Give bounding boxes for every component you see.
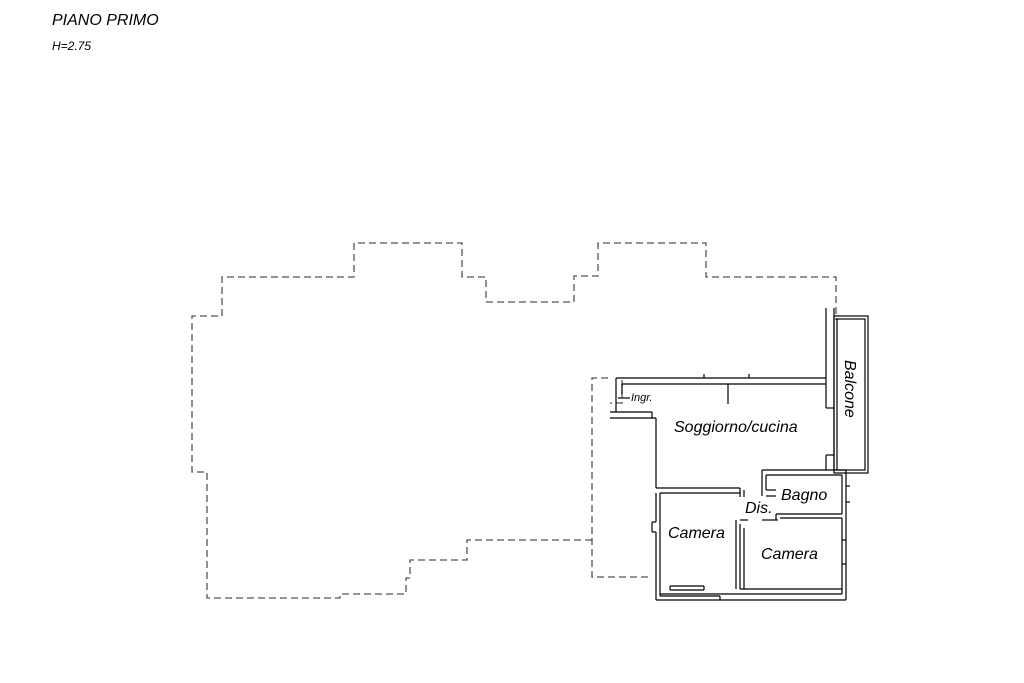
floor-height-note: H=2.75 bbox=[52, 39, 92, 53]
room-label-soggiorno: Soggiorno/cucina bbox=[674, 419, 798, 436]
room-label-balcone: Balcone bbox=[841, 360, 858, 418]
room-label-camera-right: Camera bbox=[761, 546, 818, 563]
plan-title: PIANO PRIMO bbox=[52, 12, 159, 29]
room-label-bagno: Bagno bbox=[781, 487, 827, 504]
balcone-frame bbox=[833, 315, 869, 474]
room-label-ingresso: Ingr. bbox=[631, 392, 653, 404]
room-label-camera-left: Camera bbox=[668, 525, 725, 542]
building-outline-dashed bbox=[191, 242, 837, 599]
room-label-disimpegno: Dis. bbox=[745, 500, 773, 517]
